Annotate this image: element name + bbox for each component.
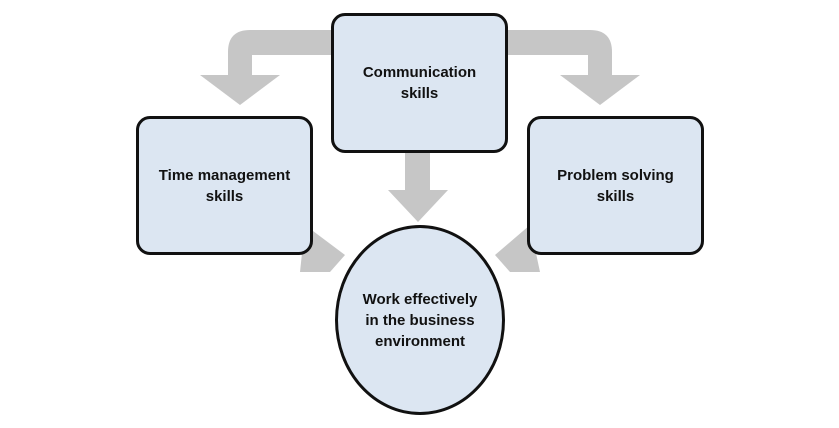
node-problem-solving: Problem solving skills	[527, 116, 704, 255]
arrow-to-problem	[505, 30, 640, 105]
node-time-management: Time management skills	[136, 116, 313, 255]
arrow-down-center	[388, 153, 448, 222]
node-communication: Communication skills	[331, 13, 508, 153]
node-label: Problem solving skills	[557, 166, 674, 205]
arrow-to-time	[200, 30, 335, 105]
node-center-goal: Work effectively in the business environ…	[335, 225, 505, 415]
node-label: Time management skills	[158, 166, 291, 205]
node-label: Communication skills	[362, 64, 477, 102]
node-label: Work effectively in the business environ…	[362, 290, 478, 350]
